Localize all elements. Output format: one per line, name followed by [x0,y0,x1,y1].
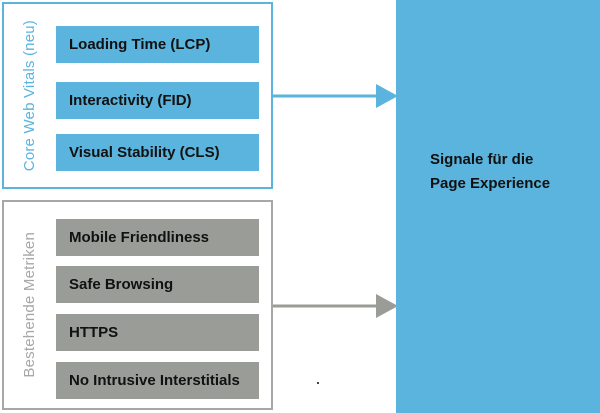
page-experience-signals-label: Signale für die Page Experience [430,148,550,196]
existing-metrics-group-label-wrap: Bestehende Metriken [12,202,46,408]
core-web-vitals-group-label: Core Web Vitals (neu) [20,19,38,172]
metric-safe-browsing: Safe Browsing [56,266,259,303]
signals-label-line-1: Signale für die [430,151,534,168]
core-web-vitals-group: Core Web Vitals (neu) Loading Time (LCP)… [2,2,273,189]
metric-no-intrusive-interstitials: No Intrusive Interstitials [56,362,259,399]
cwv-arrow [273,84,398,108]
existing-metrics-group-label: Bestehende Metriken [20,232,38,378]
metric-fid: Interactivity (FID) [56,82,259,119]
page-experience-signals-box: Signale für die Page Experience [396,0,600,413]
existing-metrics-group: Bestehende Metriken Mobile Friendliness … [2,200,273,410]
core-web-vitals-group-label-wrap: Core Web Vitals (neu) [12,4,46,187]
stray-dot [317,382,319,384]
existing-metrics-arrow [273,294,398,318]
metric-mobile-friendliness: Mobile Friendliness [56,219,259,256]
metric-https: HTTPS [56,314,259,351]
signals-label-line-2: Page Experience [430,175,551,192]
metric-lcp: Loading Time (LCP) [56,26,259,63]
metric-cls: Visual Stability (CLS) [56,134,259,171]
